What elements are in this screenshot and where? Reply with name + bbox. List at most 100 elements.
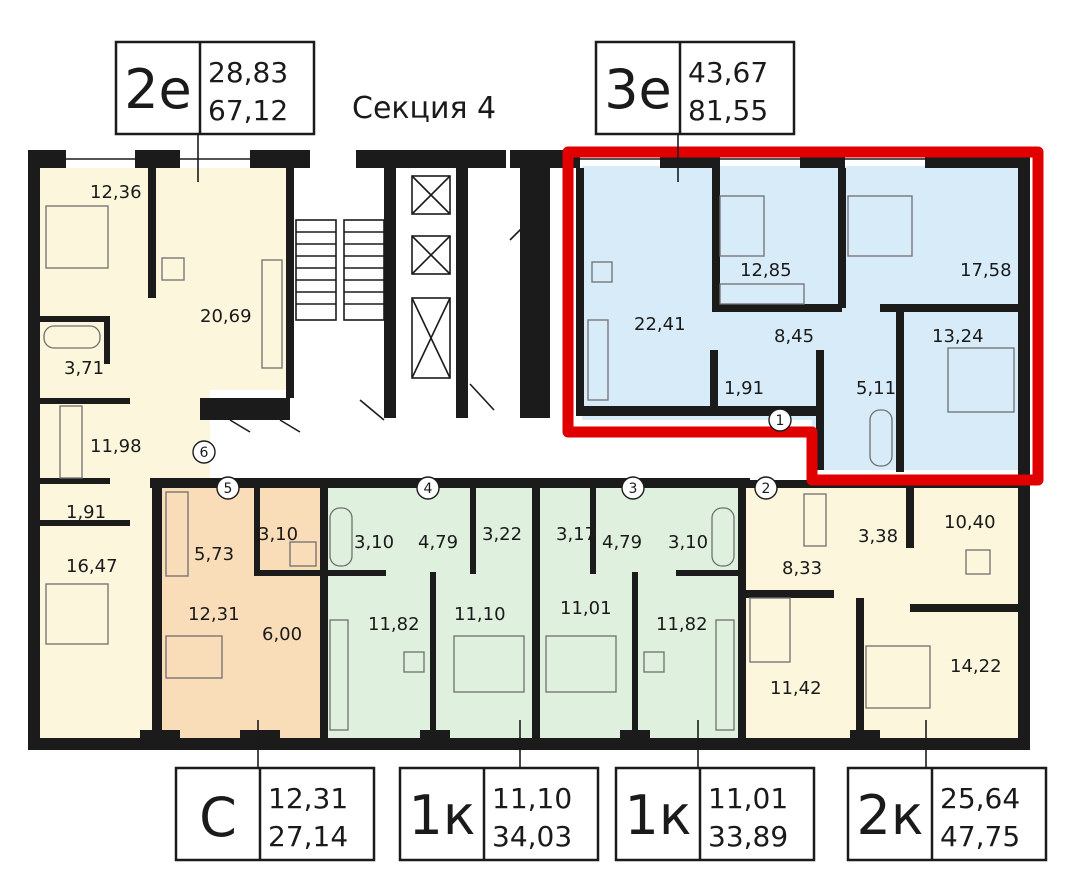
room-area-c-bathroom: 3,10 [258, 524, 298, 545]
badge-c-type: С [199, 786, 237, 849]
bathtub-icon [711, 507, 735, 567]
room-area-3e-bedroom3: 13,24 [932, 326, 984, 347]
room-area-1k-left-room: 11,10 [454, 604, 506, 625]
room-area-3e-kitchen: 22,41 [634, 314, 686, 335]
wall-top-seg2 [135, 150, 180, 168]
stair-flight-left [295, 219, 337, 321]
wall-2e-bath-bottom [40, 398, 130, 404]
svg-text:5: 5 [224, 481, 233, 497]
core-fixtures [229, 175, 541, 433]
room-area-2e-wc: 1,91 [66, 502, 106, 523]
room-area-2k-bathroom: 3,38 [858, 526, 898, 547]
apartment-3e-area[interactable] [582, 166, 1022, 470]
elevator-1 [411, 175, 451, 215]
apartment-2e-area[interactable] [40, 168, 290, 740]
svg-text:6: 6 [200, 445, 209, 461]
table-icon [161, 257, 185, 281]
wall-c-bath [254, 486, 260, 576]
furniture [43, 195, 1015, 731]
wall-3e-bath-left [816, 350, 824, 470]
room-area-2k-kitchen: 10,40 [944, 512, 996, 533]
room-area-1k-left-kitchen: 11,82 [368, 614, 420, 635]
wardrobe-icon [165, 491, 189, 577]
wall-2k-bed1-top [744, 590, 834, 598]
wall-core-left [384, 168, 396, 418]
wall-top-seg3 [250, 150, 310, 168]
table-icon [591, 261, 613, 283]
apartment-1k-right-area[interactable] [538, 486, 740, 740]
svg-text:2: 2 [762, 481, 771, 497]
wall-2e-kitchen-left [148, 168, 156, 298]
wall-core-block [520, 168, 550, 418]
room-area-1k-right-closet: 3,17 [556, 524, 596, 545]
wall-1kl-kitchen-room [430, 572, 436, 740]
wall-top-left [28, 150, 40, 750]
badge-c-living: 12,31 [268, 782, 348, 815]
bed-icon [847, 195, 913, 257]
wall-apt-c-left [152, 478, 162, 740]
bed-icon [545, 635, 617, 693]
wall-1kl-closet [470, 486, 476, 574]
apartment-fills [40, 166, 1022, 740]
wall-2e-wc-top [40, 478, 110, 484]
entry-marker-3: 3 [621, 476, 645, 500]
room-labels: 12,36 20,69 3,71 11,98 1,91 16,47 22,41 … [64, 182, 1012, 699]
wardrobe-icon [59, 405, 83, 479]
bed-icon [749, 597, 791, 663]
wall-3e-bed2-bottom [880, 304, 1020, 312]
stove-icon [289, 541, 317, 567]
room-area-1k-right-bathroom: 3,10 [668, 532, 708, 553]
room-area-1k-right-room: 11,01 [560, 598, 612, 619]
badge-1k-left-type: 1к [409, 784, 476, 847]
room-area-1k-right-hall: 4,79 [602, 532, 642, 553]
wall-3e-kitchen-right [712, 168, 720, 308]
table-icon [643, 651, 665, 673]
table-icon [965, 549, 991, 575]
badge-1k-left[interactable]: 1к 11,10 34,03 [398, 766, 600, 862]
entry-marker-1: 1 [768, 408, 792, 432]
badge-1k-left-living: 11,10 [492, 782, 572, 815]
entry-markers: 1 2 3 4 5 6 [192, 408, 792, 500]
wall-1kr-closet [590, 486, 596, 574]
door-swings-corridor [229, 209, 541, 433]
apartment-c-area[interactable] [160, 486, 322, 740]
wall-1kl-bath-bottom [326, 570, 386, 576]
badge-3e[interactable]: 3е 43,67 81,55 [594, 40, 796, 136]
badge-3e-total: 81,55 [688, 94, 768, 127]
bed-icon [719, 195, 765, 257]
badge-3e-living: 43,67 [688, 56, 768, 89]
apartment-3e-highlight[interactable] [562, 146, 1044, 486]
wall-3e-left [576, 168, 584, 416]
bathtub-icon [43, 325, 101, 349]
room-area-3e-bathroom: 5,11 [856, 378, 896, 399]
wall-2e-corr [200, 398, 290, 420]
entry-marker-4: 4 [416, 476, 440, 500]
badge-2k[interactable]: 2к 25,64 47,75 [846, 766, 1048, 862]
wall-2k-kitchen-left [906, 488, 914, 548]
wall-c-kitchen-top [254, 570, 322, 576]
badge-2e[interactable]: 2е 28,83 67,12 [114, 40, 316, 136]
wall-2k-bed-split [856, 598, 864, 740]
svg-text:4: 4 [424, 481, 433, 497]
room-area-2k-bedroom1: 11,42 [770, 678, 822, 699]
badge-c[interactable]: С 12,31 27,14 [174, 766, 376, 862]
badge-1k-right[interactable]: 1к 11,01 33,89 [614, 766, 816, 862]
badge-1k-right-type: 1к [625, 784, 692, 847]
badge-3e-type: 3е [604, 58, 672, 121]
badge-2e-type: 2е [124, 58, 192, 121]
wardrobe-icon [803, 493, 827, 547]
kitchen-counter-icon [261, 259, 283, 369]
sofa-icon [165, 635, 223, 679]
wall-corridor-bottom [150, 478, 750, 488]
room-area-1k-left-hall: 4,79 [418, 532, 458, 553]
badge-1k-right-total: 33,89 [708, 820, 788, 853]
bed-icon [45, 583, 109, 645]
apartment-2k-area[interactable] [744, 486, 1022, 740]
wall-2e-stair [286, 168, 294, 398]
room-area-3e-wc: 1,91 [724, 378, 764, 399]
stair-flight-right [343, 219, 385, 321]
svg-text:3: 3 [629, 481, 638, 497]
bathtub-icon [329, 507, 353, 567]
elevator-2 [411, 235, 451, 275]
